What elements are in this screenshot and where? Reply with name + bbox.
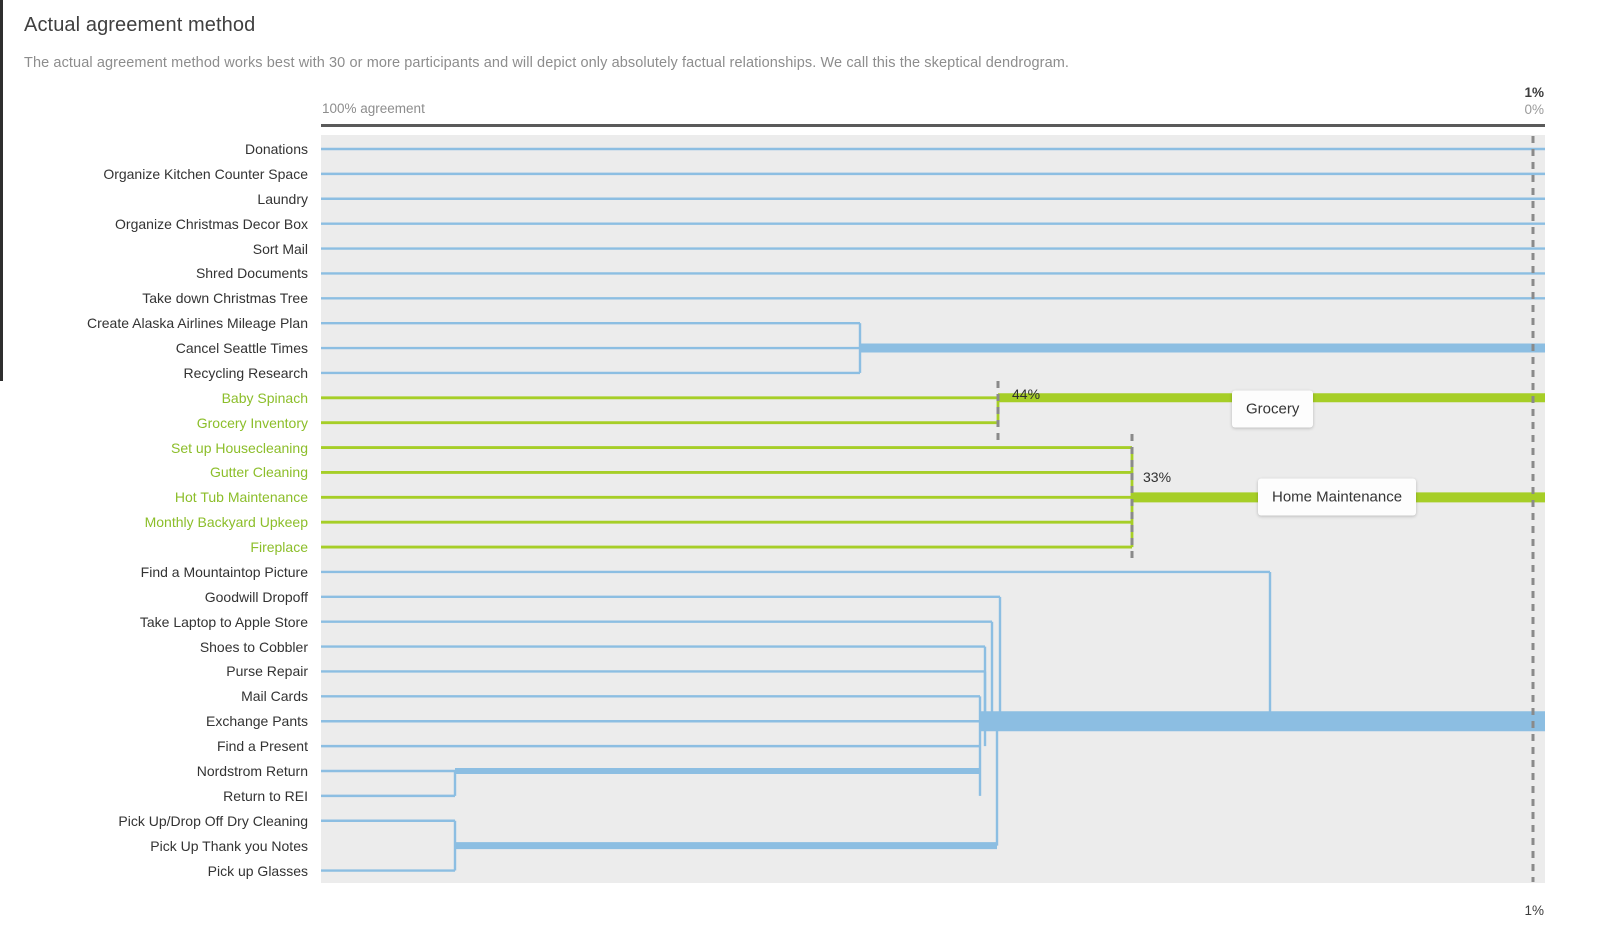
leaf-label: Donations bbox=[244, 141, 308, 157]
leaf-label: Purse Repair bbox=[226, 663, 308, 680]
leaf-label: Organize Kitchen Counter Space bbox=[103, 165, 308, 182]
leaf-label: Exchange Pants bbox=[206, 713, 308, 730]
leaf-label: Goodwill Dropoff bbox=[204, 588, 308, 605]
cluster-label-pill[interactable]: Home Maintenance bbox=[1258, 478, 1417, 516]
dendrogram-tree bbox=[321, 136, 1545, 882]
page-title: Actual agreement method bbox=[24, 14, 256, 36]
agreement-percent-label: 33% bbox=[1143, 469, 1172, 485]
leaf-label: Take down Christmas Tree bbox=[142, 290, 308, 307]
leaf-label: Find a Mountaintop Picture bbox=[140, 563, 308, 580]
leaf-label: Pick up Glasses bbox=[207, 862, 308, 879]
axis-right-tick-label-top: 1% bbox=[1524, 85, 1544, 100]
axis-rule bbox=[321, 124, 1545, 127]
axis-right-tick-label-bottom: 0% bbox=[1524, 102, 1544, 117]
leaf-label: Fireplace bbox=[250, 539, 308, 556]
leaf-label: Pick Up/Drop Off Dry Cleaning bbox=[118, 812, 308, 829]
leaf-label: Recycling Research bbox=[183, 364, 309, 381]
page-subtitle: The actual agreement method works best w… bbox=[24, 55, 1070, 71]
leaf-label: Take Laptop to Apple Store bbox=[139, 613, 308, 630]
leaf-label: Cancel Seattle Times bbox=[175, 340, 308, 357]
left-edge-strip bbox=[0, 0, 3, 381]
cluster-label-pill[interactable]: Grocery bbox=[1232, 390, 1314, 428]
leaf-label: Baby Spinach bbox=[221, 389, 308, 406]
leaf-label: Find a Present bbox=[216, 738, 308, 755]
leaf-label: Shred Documents bbox=[195, 265, 308, 282]
leaf-label: Create Alaska Airlines Mileage Plan bbox=[86, 315, 308, 332]
leaf-label: Hot Tub Maintenance bbox=[174, 489, 308, 506]
leaf-label: Organize Christmas Decor Box bbox=[115, 215, 308, 232]
axis-bottom-tick-label: 1% bbox=[1524, 903, 1544, 918]
leaf-label: Nordstrom Return bbox=[196, 763, 308, 779]
leaf-label: Mail Cards bbox=[241, 688, 308, 705]
leaf-label: Grocery Inventory bbox=[196, 414, 308, 431]
agreement-percent-label: 44% bbox=[1012, 386, 1041, 402]
leaf-label: Sort Mail bbox=[252, 240, 308, 257]
leaf-label: Pick Up Thank you Notes bbox=[150, 837, 308, 854]
axis-left-tick-label: 100% agreement bbox=[322, 101, 425, 116]
leaf-label: Return to REI bbox=[223, 787, 308, 804]
leaf-label: Laundry bbox=[257, 190, 308, 207]
leaf-label: Set up Housecleaning bbox=[171, 439, 308, 456]
leaf-label: Monthly Backyard Upkeep bbox=[144, 514, 308, 531]
leaf-label: Gutter Cleaning bbox=[209, 464, 308, 481]
leaf-label: Shoes to Cobbler bbox=[199, 638, 308, 655]
